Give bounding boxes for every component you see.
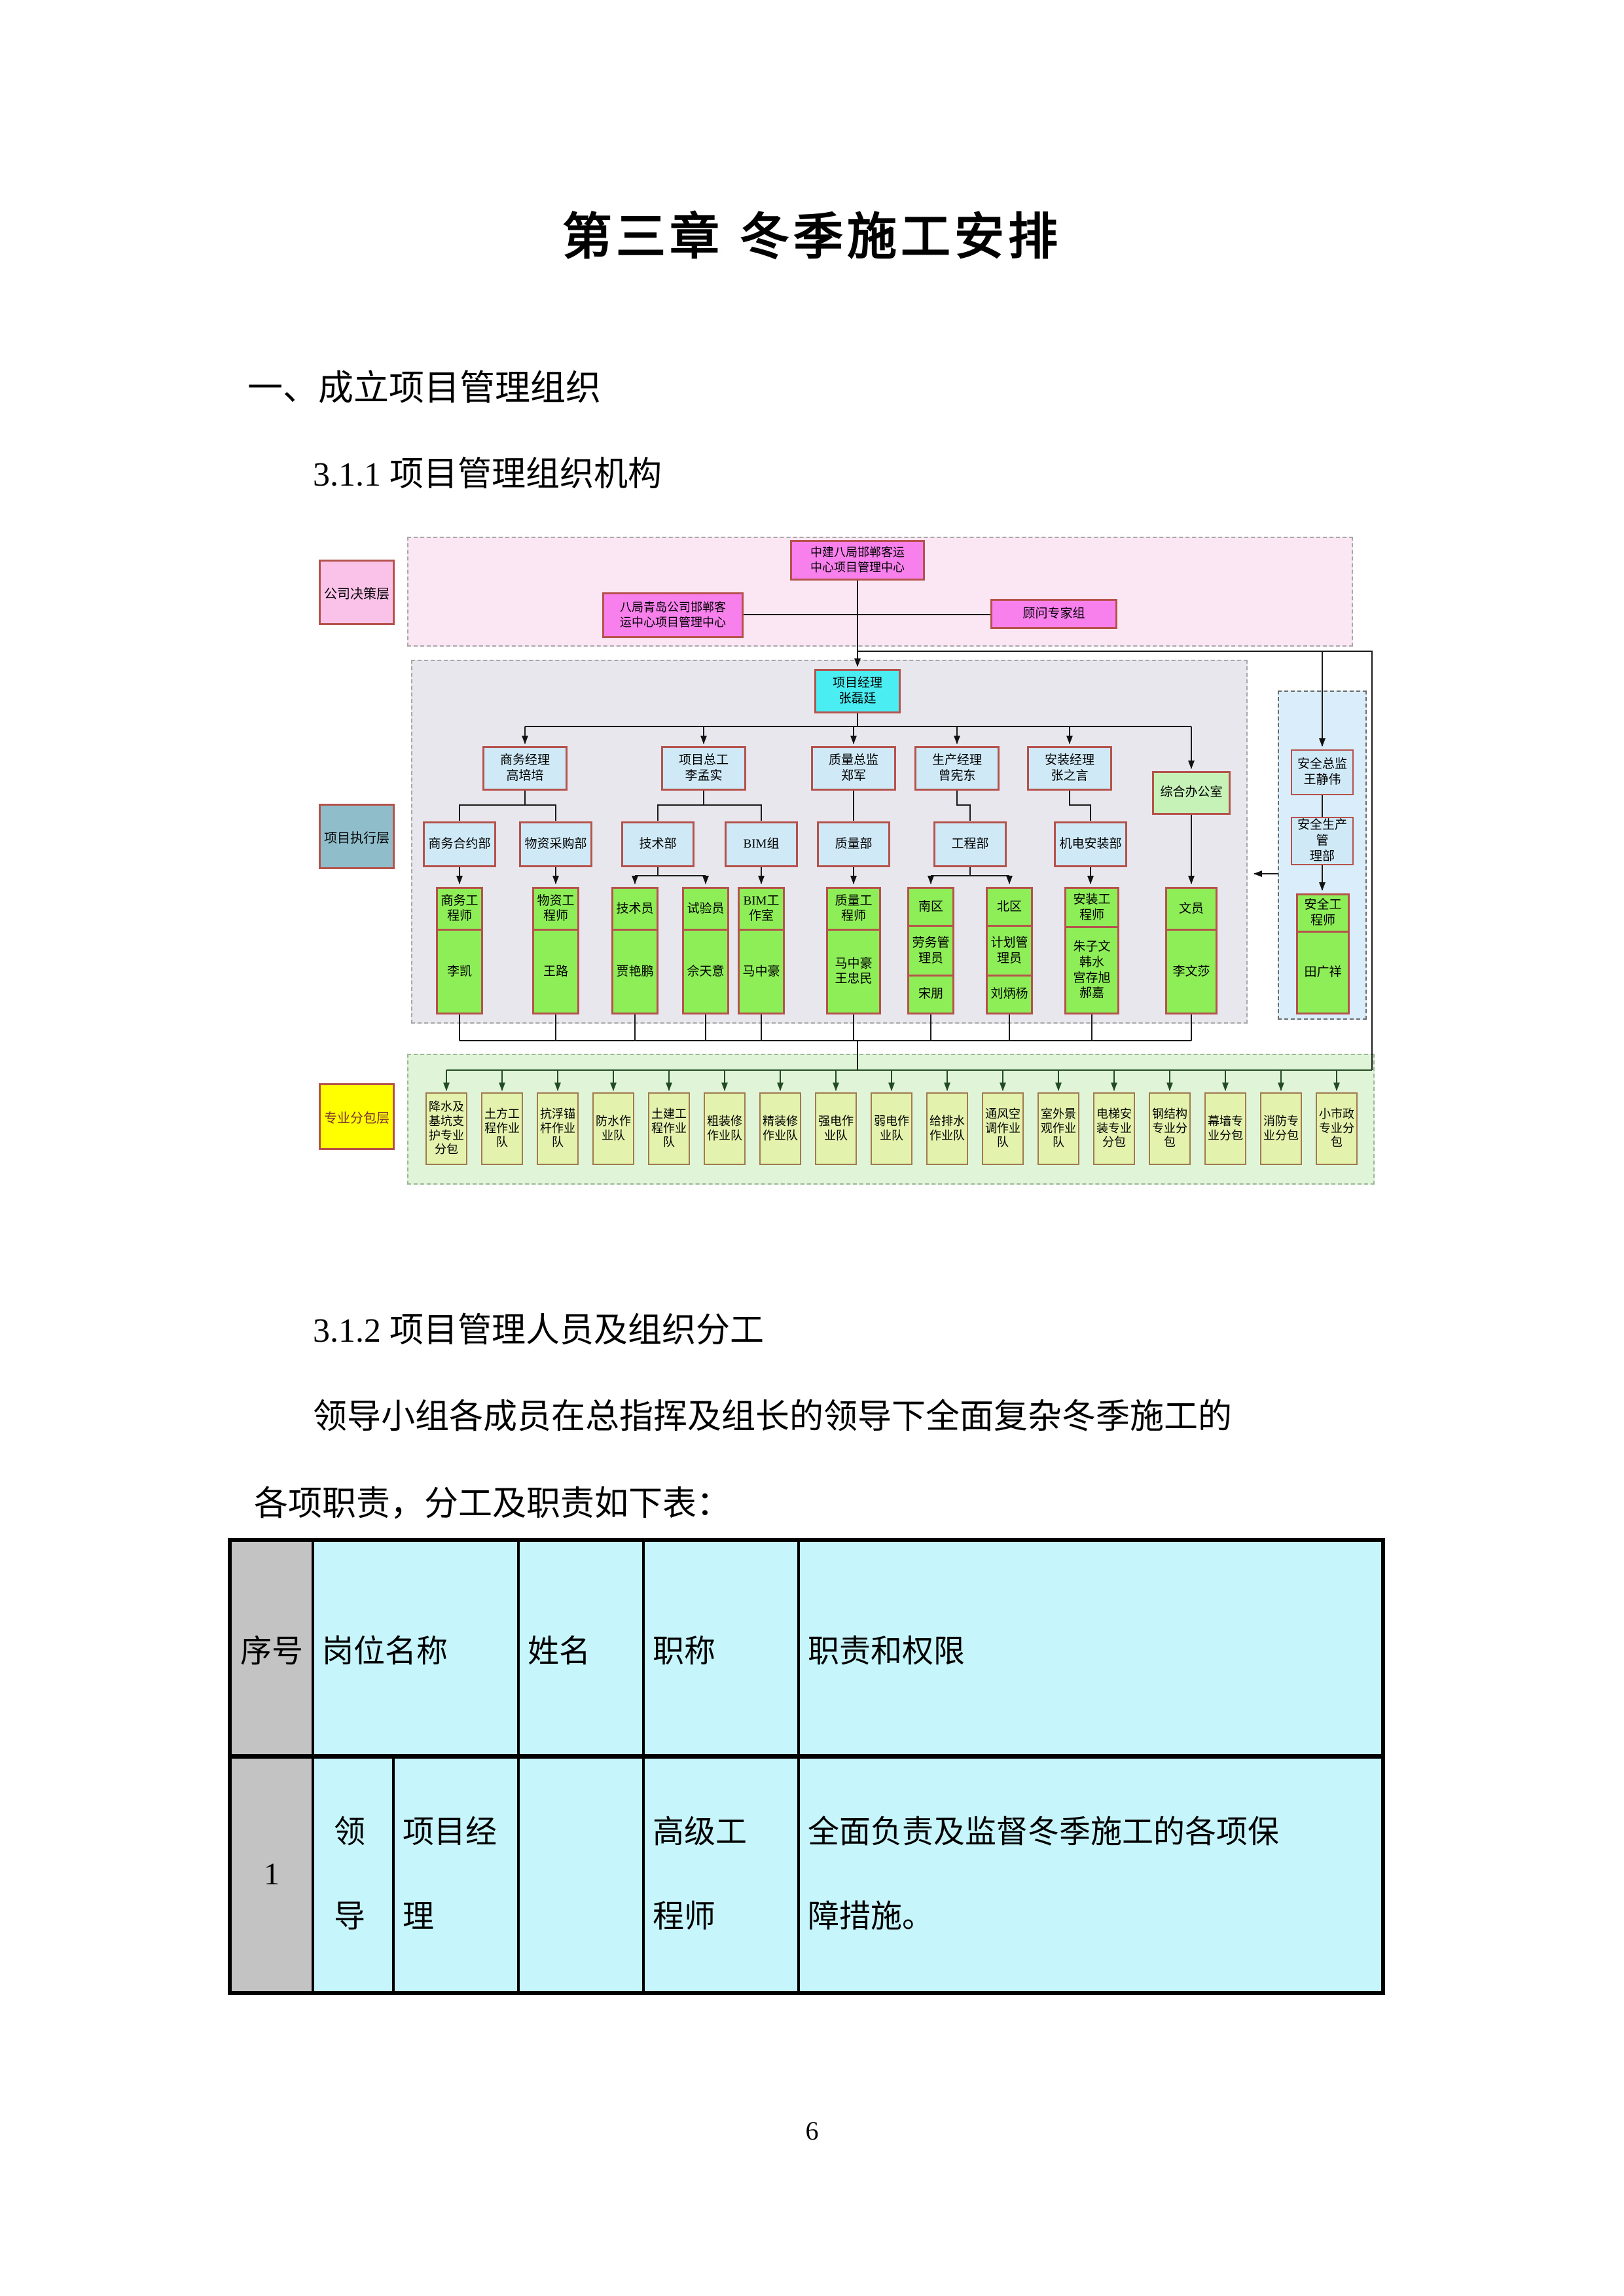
manager-box: 商务经理 高培培 [482,746,568,791]
row-duty-cell: 全面负责及监督冬季施工的各项保障措施。 [797,1755,1384,1994]
advisor-expert-group-box: 顾问专家组 [990,599,1117,629]
table-row: 1 领导 项目经理 高级工程师 全面负责及监督冬季施工的各项保障措施。 [228,1755,1384,1994]
label-decision-layer: 公司决策层 [319,560,395,625]
staff-box: 技术员贾艳鹏 [611,887,659,1014]
paragraph-line-2: 各项职责，分工及职责如下表： [254,1486,731,1523]
manager-box: 安装经理 张之言 [1027,746,1112,791]
safety-director-box: 安全总监 王静伟 [1291,749,1354,795]
staff-title: 南区 [918,899,943,914]
staff-names: 劳务管理员 [909,925,952,974]
row-group-cell: 领导 [312,1755,395,1994]
hq-management-center-box: 中建八局邯郸客运 中心项目管理中心 [790,540,925,581]
table-header-duty: 职责和权限 [797,1539,1384,1759]
staff-names: 佘天意 [684,928,727,1013]
page-number: 6 [805,2116,819,2145]
heading-3-1-2: 3.1.2 项目管理人员及组织分工 [313,1312,765,1350]
manager-box: 质量总监 郑军 [811,746,896,791]
manager-box: 生产经理 曾宪东 [914,746,1000,791]
safety-engineer-title: 安全工程师 [1304,898,1342,928]
department-box: 物资采购部 [519,821,592,867]
chapter-title: 第三章 冬季施工安排 [562,210,1062,265]
staff-title: 质量工程师 [835,893,873,924]
staff-title: 商务工程师 [441,893,478,924]
staff-names: 宋朋 [909,974,952,1013]
general-office-box: 综合办公室 [1152,771,1231,815]
subcontract-box: 土建工程作业队 [648,1092,690,1165]
staff-title: 技术员 [616,901,654,916]
staff-box: BIM工作室马中豪 [738,887,785,1014]
label-execution-layer: 项目执行层 [319,804,395,869]
subcontract-box: 幕墙专业分包 [1204,1092,1246,1165]
staff-names: 计划管理员 [988,925,1031,974]
subcontract-box: 防水作业队 [592,1092,634,1165]
staff-title: 物资工程师 [537,893,575,924]
subcontract-box: 粗装修作业队 [704,1092,746,1165]
safety-production-dept-box: 安全生产管 理部 [1291,817,1354,865]
table-header-row: 序号 岗位名称 姓名 职称 职责和权限 [228,1539,1384,1759]
row-title-cell: 高级工程师 [642,1755,801,1994]
table-header-no: 序号 [228,1539,314,1759]
subcontract-box: 通风空调作业队 [982,1092,1024,1165]
department-box: 商务合约部 [423,821,496,867]
subcontract-box: 给排水作业队 [926,1092,968,1165]
staff-names: 李文莎 [1167,928,1216,1013]
staff-box: 物资工程师王路 [532,887,579,1014]
row-position-cell: 项目经理 [391,1755,520,1994]
subcontract-box: 弱电作业队 [871,1092,912,1165]
table-header-position: 岗位名称 [311,1539,520,1759]
subcontract-box: 抗浮锚杆作业队 [537,1092,579,1165]
heading-section-one: 一、成立项目管理组织 [247,368,601,408]
org-chart: 公司决策层 项目执行层 专业分包层 中建八局邯郸客运 中心项目管理中心 八局青岛… [295,517,1401,1224]
manager-box: 项目总工 李孟实 [661,746,746,791]
staff-title: 试验员 [687,901,725,916]
safety-engineer-name: 田广祥 [1298,931,1348,1013]
subcontract-box: 精装修作业队 [759,1092,801,1165]
staff-box: 商务工程师李凯 [436,887,483,1014]
staff-names: 刘炳杨 [988,974,1031,1013]
staff-title: BIM工作室 [743,893,780,924]
staff-names: 朱子文 韩水 宫存旭 郝嘉 [1066,926,1117,1013]
table-header-name: 姓名 [517,1539,645,1759]
staff-names: 马中豪 王忠民 [828,928,879,1013]
department-box: 工程部 [933,821,1007,867]
subcontract-box: 强电作业队 [815,1092,857,1165]
staff-names: 李凯 [438,928,481,1013]
paragraph-line-1: 领导小组各成员在总指挥及组长的领导下全面复杂冬季施工的 [313,1399,1233,1436]
roles-table: 序号 岗位名称 姓名 职称 职责和权限 1 领导 项目经理 高级工程师 全面负责… [228,1538,1385,1995]
subcontract-box: 小市政专业分包 [1316,1092,1358,1165]
department-box: BIM组 [725,821,798,867]
staff-box: 南区劳务管理员宋朋 [907,887,954,1014]
subcontract-box: 钢结构专业分包 [1149,1092,1191,1165]
connector-lines [443,579,1373,1091]
staff-names: 马中豪 [740,928,783,1013]
subcontract-box: 室外景观作业队 [1038,1092,1079,1165]
label-subcontract-layer: 专业分包层 [319,1083,395,1150]
department-box: 机电安装部 [1054,821,1127,867]
row-name-cell [517,1755,645,1994]
table-header-title: 职称 [642,1539,801,1759]
department-box: 质量部 [817,821,890,867]
project-manager-box: 项目经理 张磊廷 [814,669,901,713]
staff-box: 安装工程师朱子文 韩水 宫存旭 郝嘉 [1064,887,1119,1014]
staff-box: 试验员佘天意 [682,887,729,1014]
subcontract-box: 消防专业分包 [1260,1092,1302,1165]
staff-names: 贾艳鹏 [613,928,657,1013]
staff-title: 文员 [1178,901,1204,916]
safety-engineer-box: 安全工程师 田广祥 [1296,893,1350,1014]
department-box: 技术部 [621,821,695,867]
staff-box: 文员李文莎 [1165,887,1218,1014]
staff-box: 北区计划管理员刘炳杨 [986,887,1033,1014]
subcontract-box: 降水及基坑支护专业分包 [425,1092,467,1165]
staff-title: 北区 [996,899,1022,914]
row-no-cell: 1 [228,1755,314,1994]
heading-3-1-1: 3.1.1 项目管理组织机构 [313,456,662,493]
staff-box: 质量工程师马中豪 王忠民 [826,887,881,1014]
qingdao-management-center-box: 八局青岛公司邯郸客 运中心项目管理中心 [602,592,744,638]
subcontract-box: 土方工程作业队 [481,1092,523,1165]
subcontract-box: 电梯安装专业分包 [1093,1092,1135,1165]
staff-names: 王路 [534,928,577,1013]
staff-title: 安装工程师 [1073,892,1111,922]
